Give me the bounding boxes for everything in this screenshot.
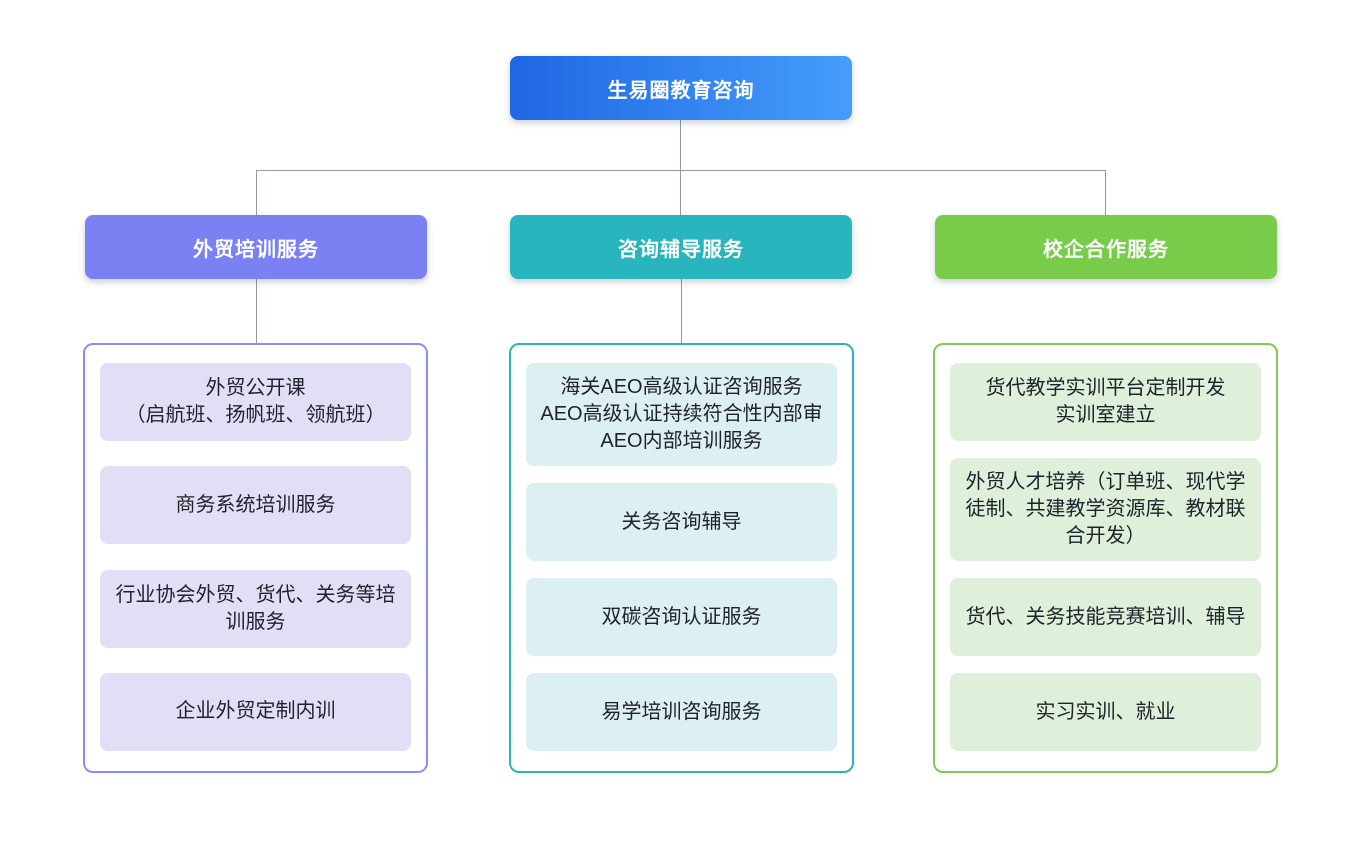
root-node-label: 生易圈教育咨询 [607, 79, 755, 102]
connector-left-branch-to-panel [256, 279, 257, 343]
connector-root-to-center-branch [680, 120, 681, 215]
connector-center-branch-to-panel [681, 279, 682, 343]
branch-panel-foreign-trade-training: 外贸公开课 （启航班、扬帆班、领航班） 商务系统培训服务 行业协会外贸、货代、关… [83, 343, 428, 773]
branch-node-school-enterprise-cooperation[interactable]: 校企合作服务 [935, 215, 1277, 279]
leaf-node[interactable]: 关务咨询辅导 [526, 483, 837, 561]
leaf-node[interactable]: 货代、关务技能竞赛培训、辅导 [950, 578, 1261, 656]
leaf-node[interactable]: 货代教学实训平台定制开发 实训室建立 [950, 363, 1261, 441]
root-node[interactable]: 生易圈教育咨询 [510, 56, 852, 120]
connector-rail-to-right-branch [1105, 170, 1106, 215]
branch-node-foreign-trade-training[interactable]: 外贸培训服务 [85, 215, 427, 279]
connector-rail-to-left-branch [256, 170, 257, 215]
branch-panel-consulting-coaching: 海关AEO高级认证咨询服务 AEO高级认证持续符合性内部审 AEO内部培训服务 … [509, 343, 854, 773]
leaf-node[interactable]: 外贸人才培养（订单班、现代学徒制、共建教学资源库、教材联合开发） [950, 458, 1261, 561]
leaf-node[interactable]: 商务系统培训服务 [100, 466, 411, 545]
leaf-node[interactable]: 实习实训、就业 [950, 673, 1261, 751]
leaf-node[interactable]: 双碳咨询认证服务 [526, 578, 837, 656]
leaf-node[interactable]: 海关AEO高级认证咨询服务 AEO高级认证持续符合性内部审 AEO内部培训服务 [526, 363, 837, 466]
branch-panel-school-enterprise-cooperation: 货代教学实训平台定制开发 实训室建立 外贸人才培养（订单班、现代学徒制、共建教学… [933, 343, 1278, 773]
branch-node-label: 外贸培训服务 [193, 238, 319, 261]
leaf-node[interactable]: 外贸公开课 （启航班、扬帆班、领航班） [100, 363, 411, 441]
leaf-node[interactable]: 企业外贸定制内训 [100, 672, 411, 751]
connector-horizontal-rail [256, 170, 1106, 171]
branch-node-label: 咨询辅导服务 [618, 238, 744, 261]
leaf-node[interactable]: 行业协会外贸、货代、关务等培训服务 [100, 569, 411, 648]
leaf-node[interactable]: 易学培训咨询服务 [526, 673, 837, 751]
branch-node-consulting-coaching[interactable]: 咨询辅导服务 [510, 215, 852, 279]
branch-node-label: 校企合作服务 [1043, 238, 1169, 261]
